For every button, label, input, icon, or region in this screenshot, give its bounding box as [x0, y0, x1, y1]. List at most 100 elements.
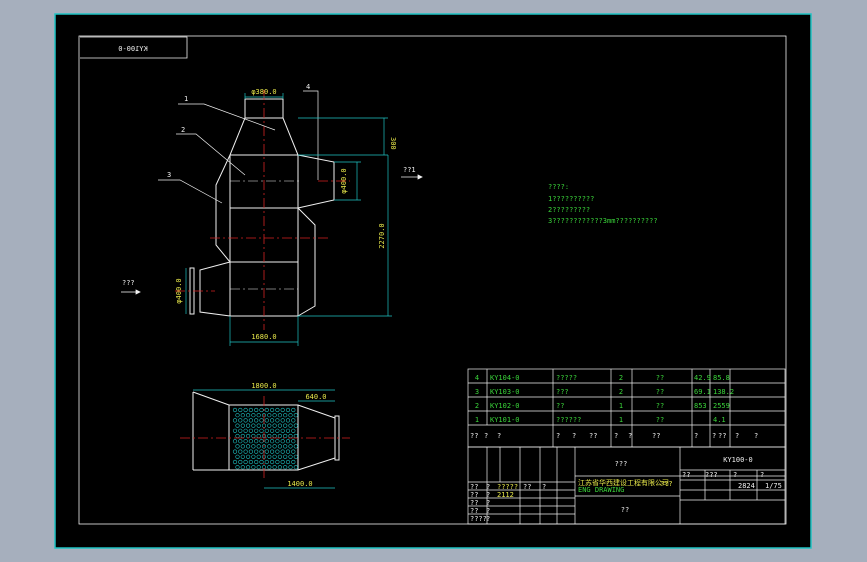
dim-top-width: φ380.0: [251, 88, 276, 96]
parts-header-cell: ?: [497, 432, 501, 440]
mesh-hole: [235, 454, 240, 459]
mesh-hole: [270, 418, 275, 423]
leaders: [158, 90, 319, 204]
mesh-hole: [283, 423, 288, 428]
mesh-hole: [267, 454, 272, 459]
label-1: 1: [184, 95, 188, 103]
title-left-cell: ??: [470, 507, 478, 515]
mesh-hole: [275, 439, 280, 444]
mesh-hole: [248, 459, 253, 465]
mesh-hole: [238, 428, 243, 433]
mesh-hole: [280, 439, 285, 444]
mesh-hole: [277, 454, 283, 459]
title-left-cell: ?: [486, 515, 490, 523]
mesh-hole: [293, 454, 298, 459]
mesh-hole: [243, 449, 248, 454]
mesh-hole: [264, 428, 269, 433]
parts-cell-no: 1: [475, 416, 479, 424]
mesh-hole: [288, 454, 293, 459]
centerlines: [175, 90, 350, 330]
mesh-hole: [256, 465, 261, 470]
title-left-cell: ?: [542, 483, 546, 491]
mesh-hole: [246, 465, 251, 470]
parts-cell-name: ???: [556, 388, 569, 396]
mesh-hole: [291, 459, 296, 465]
mesh-hole: [248, 439, 253, 444]
mesh-hole: [240, 444, 245, 449]
parts-cell-code: KY103-0: [490, 388, 520, 396]
mesh-hole: [270, 428, 275, 433]
mesh-hole: [259, 449, 264, 454]
parts-cell-w2: 4.1: [713, 416, 726, 424]
mesh-hole: [272, 465, 277, 470]
mesh-hole: [246, 423, 251, 428]
mesh-hole: [288, 444, 293, 449]
mesh-hole: [293, 423, 298, 428]
mesh-hole: [232, 428, 238, 433]
mesh-hole: [288, 413, 293, 418]
mesh-hole: [238, 449, 243, 454]
title-left-cell: ??: [470, 499, 478, 507]
mesh-hole: [232, 418, 238, 423]
company-sub: ENG DRAWING: [578, 486, 624, 494]
mesh-hole: [254, 439, 259, 444]
dim-plan-bottom: 1400.0: [287, 480, 312, 488]
mesh-hole: [243, 439, 248, 444]
plan-centerlines: [180, 396, 350, 478]
mesh-hole: [285, 459, 291, 465]
mesh-hole: [261, 444, 267, 449]
parts-header-cell: ??: [589, 432, 597, 440]
mesh-hole: [267, 465, 272, 470]
mesh-hole: [272, 454, 277, 459]
title-left-cell: ?: [486, 483, 490, 491]
mesh-hole: [256, 413, 261, 418]
mesh-hole: [264, 418, 269, 423]
mesh-hole: [256, 454, 261, 459]
svg-text:1??????????: 1??????????: [548, 195, 594, 203]
mesh-hole: [246, 454, 251, 459]
dim-side-nozzle: φ400.0: [340, 168, 348, 193]
parts-header-cell: ?: [694, 432, 698, 440]
dim-top-height: 300: [389, 137, 397, 150]
code-box: KY100-0: [80, 36, 188, 59]
mesh-hole: [240, 454, 245, 459]
parts-cell-qty: 2: [619, 388, 623, 396]
parts-header-cell: ?: [484, 432, 488, 440]
mesh-hole: [280, 428, 285, 433]
mesh-hole: [235, 465, 240, 470]
mesh-hole: [280, 407, 285, 413]
flow-in-label: ???: [122, 279, 135, 287]
mesh-hole: [275, 418, 280, 423]
company-name: 江苏省华西建设工程有限公司: [578, 478, 669, 487]
mesh-hole: [238, 407, 243, 413]
dim-plan-width: 1800.0: [251, 382, 276, 390]
mesh-hole: [243, 407, 248, 413]
mesh-hole: [291, 407, 296, 413]
parts-cell-code: KY101-0: [490, 416, 520, 424]
mesh-hole: [275, 428, 280, 433]
title-left-cell: ??: [470, 483, 478, 491]
mesh-hole: [288, 423, 293, 428]
mesh-hole: [283, 433, 288, 439]
parts-cell-mat: ??: [656, 416, 664, 424]
mesh-hole: [264, 439, 269, 444]
mesh-hole: [235, 413, 240, 418]
mesh-hole: [267, 433, 272, 439]
parts-cell-qty: 2: [619, 374, 623, 382]
mesh-hole: [264, 407, 269, 413]
dim-left-nozzle: φ400.0: [175, 278, 183, 303]
parts-cell-name: ?????: [556, 374, 577, 382]
mesh-hole: [291, 418, 296, 423]
drawing-title: ???: [615, 460, 628, 468]
mesh-hole: [293, 444, 298, 449]
mesh-hole: [238, 418, 243, 423]
parts-header-cell: ??: [718, 432, 726, 440]
flow-out-label: ??1: [403, 166, 416, 174]
parts-header-cell: ?: [628, 432, 632, 440]
flow-arrows: [121, 174, 423, 295]
mesh-hole: [246, 444, 251, 449]
title-left-cell: ??: [523, 483, 531, 491]
mesh-hole: [285, 428, 291, 433]
parts-cell-qty: 1: [619, 402, 623, 410]
